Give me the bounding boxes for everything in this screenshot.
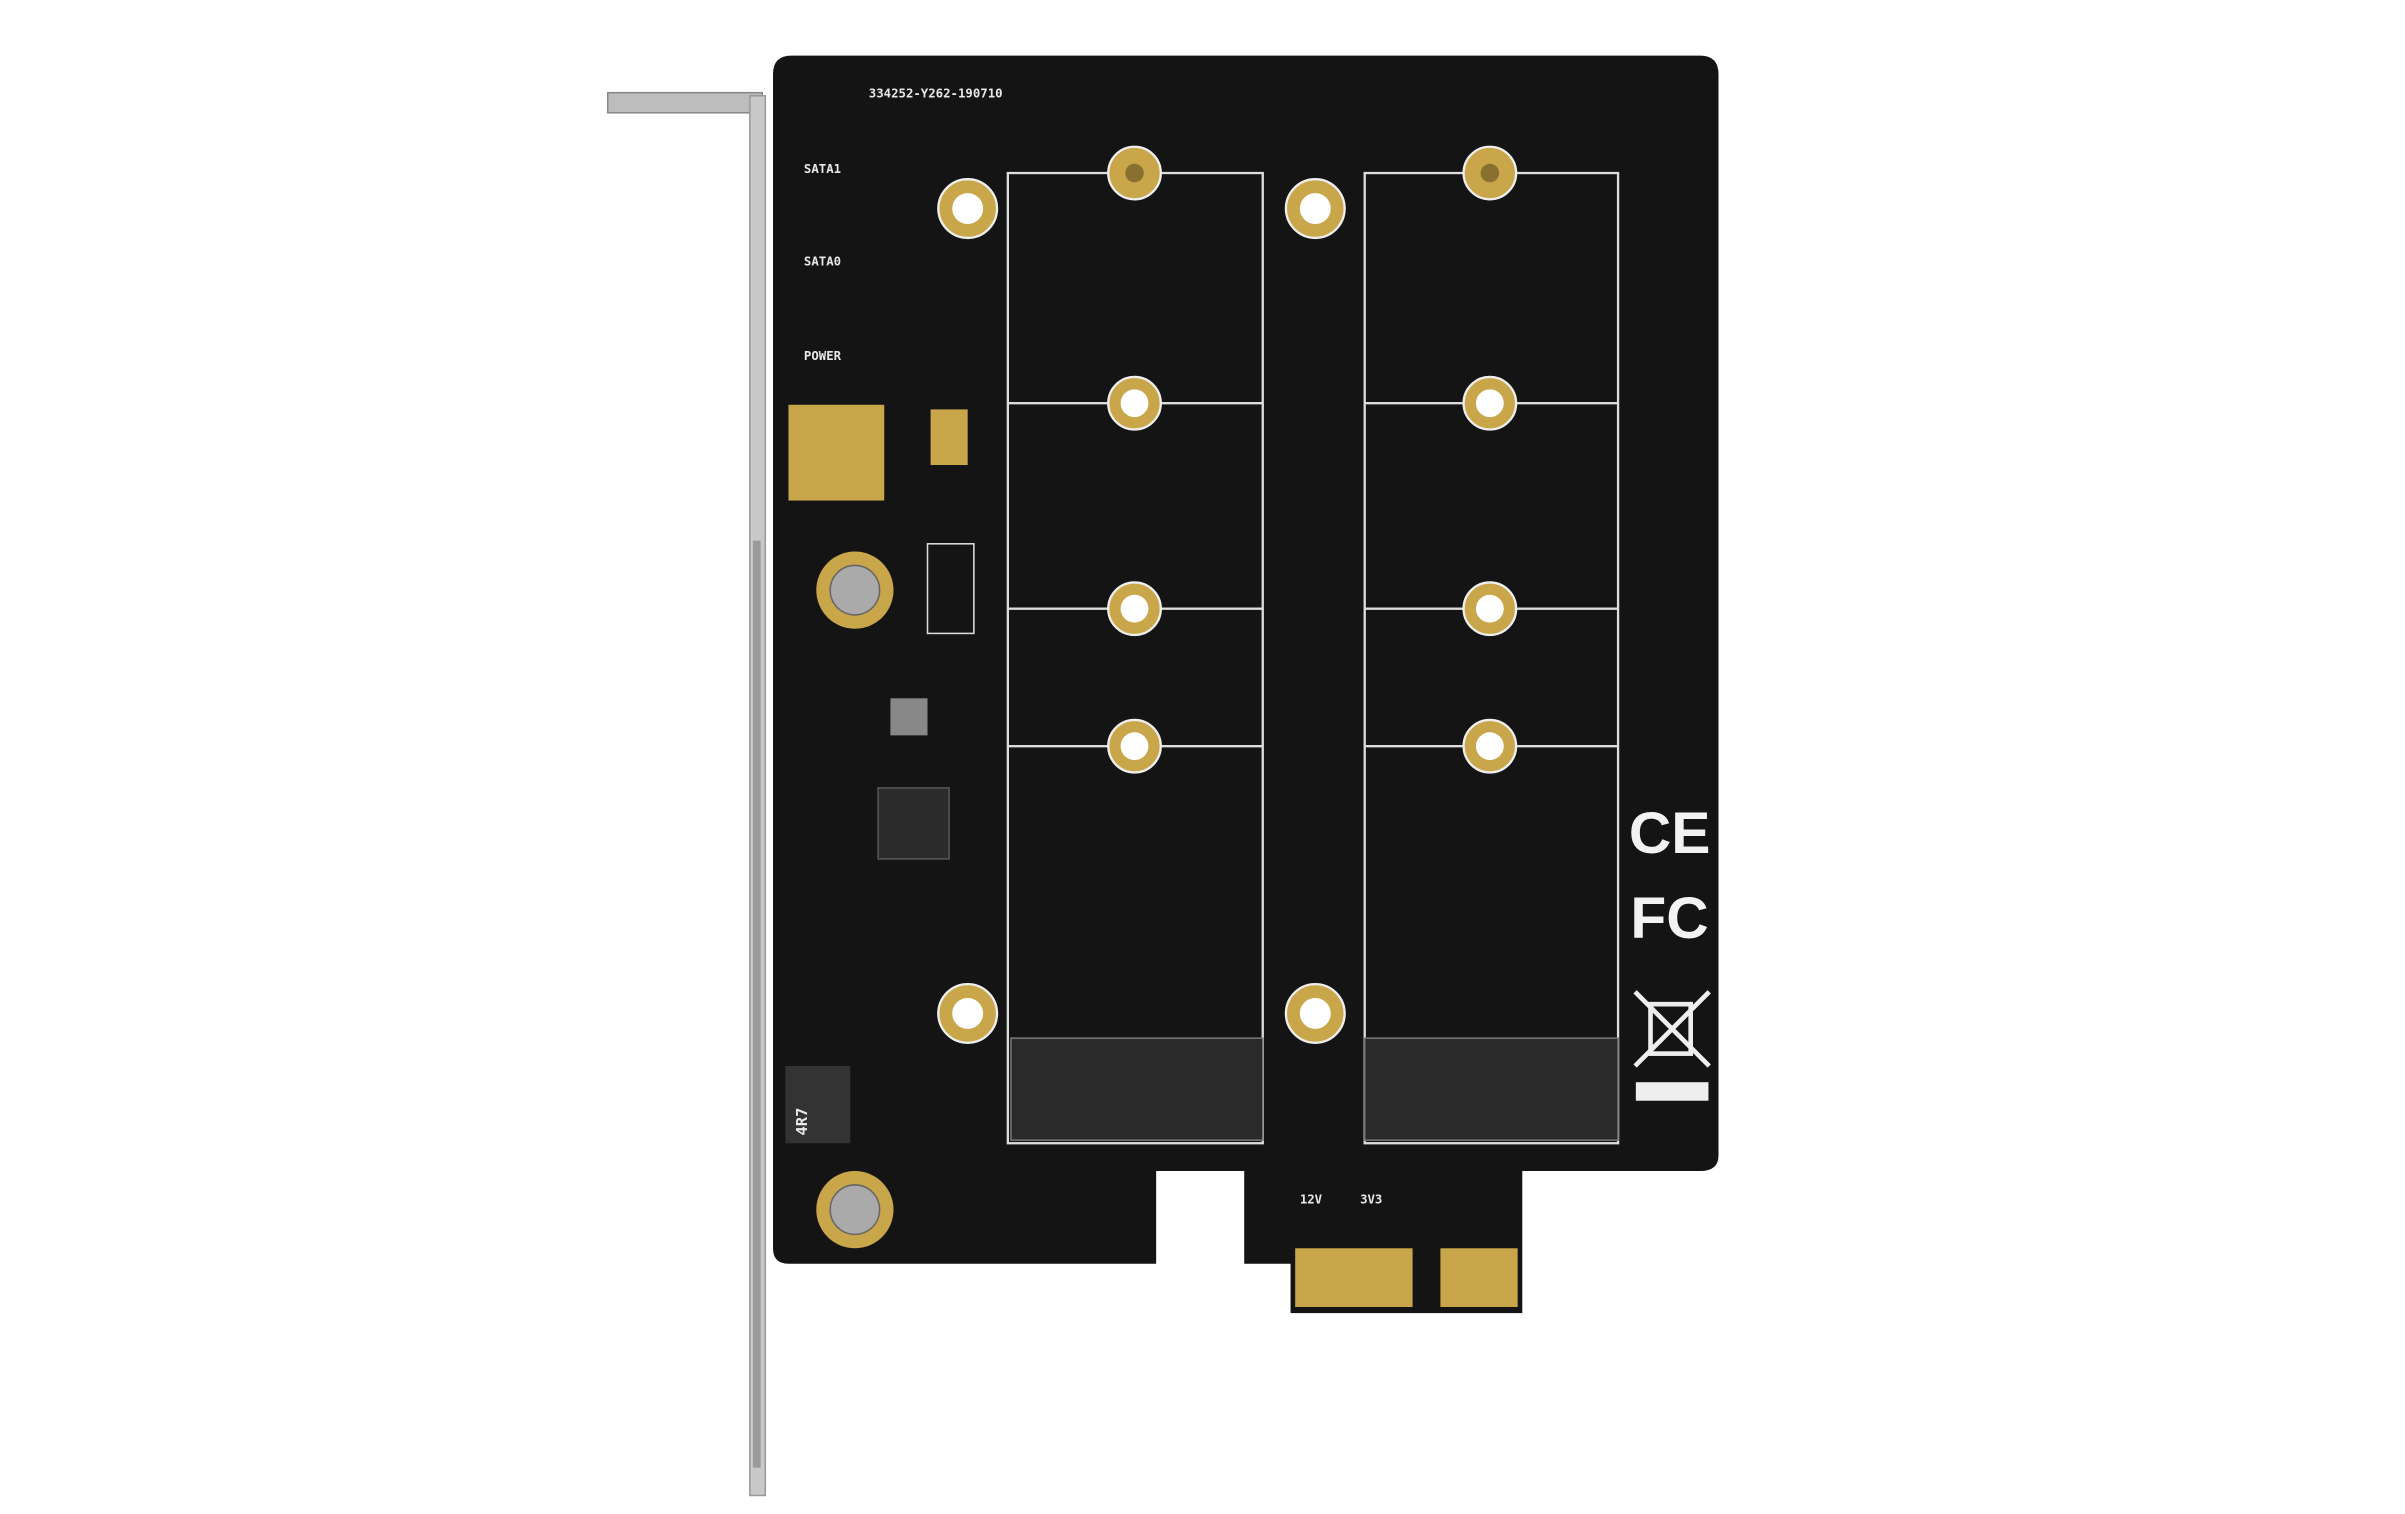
serial-number: 334252-Y262-190710 [869,86,1003,100]
mounting-holes [937,145,1518,1044]
m2-connectors [1010,1037,1619,1141]
led-label-power: POWER [804,349,842,363]
ce-mark: CE [1629,801,1711,866]
components [785,404,975,1144]
pcie-gold-fingers [1295,1248,1518,1307]
weee-bin-icon [1633,990,1711,1101]
label-12v: 12V [1300,1192,1323,1206]
fcc-mark: FC [1630,886,1708,951]
bracket-screws [816,551,894,1249]
led-label-sata0: SATA0 [804,255,841,269]
label-3v3: 3V3 [1360,1192,1382,1206]
mounting-bracket [606,91,767,1497]
led-label-sata1: SATA1 [804,162,841,176]
pcb-board [773,55,1719,1314]
inductor-label: 4R7 [793,1108,811,1136]
